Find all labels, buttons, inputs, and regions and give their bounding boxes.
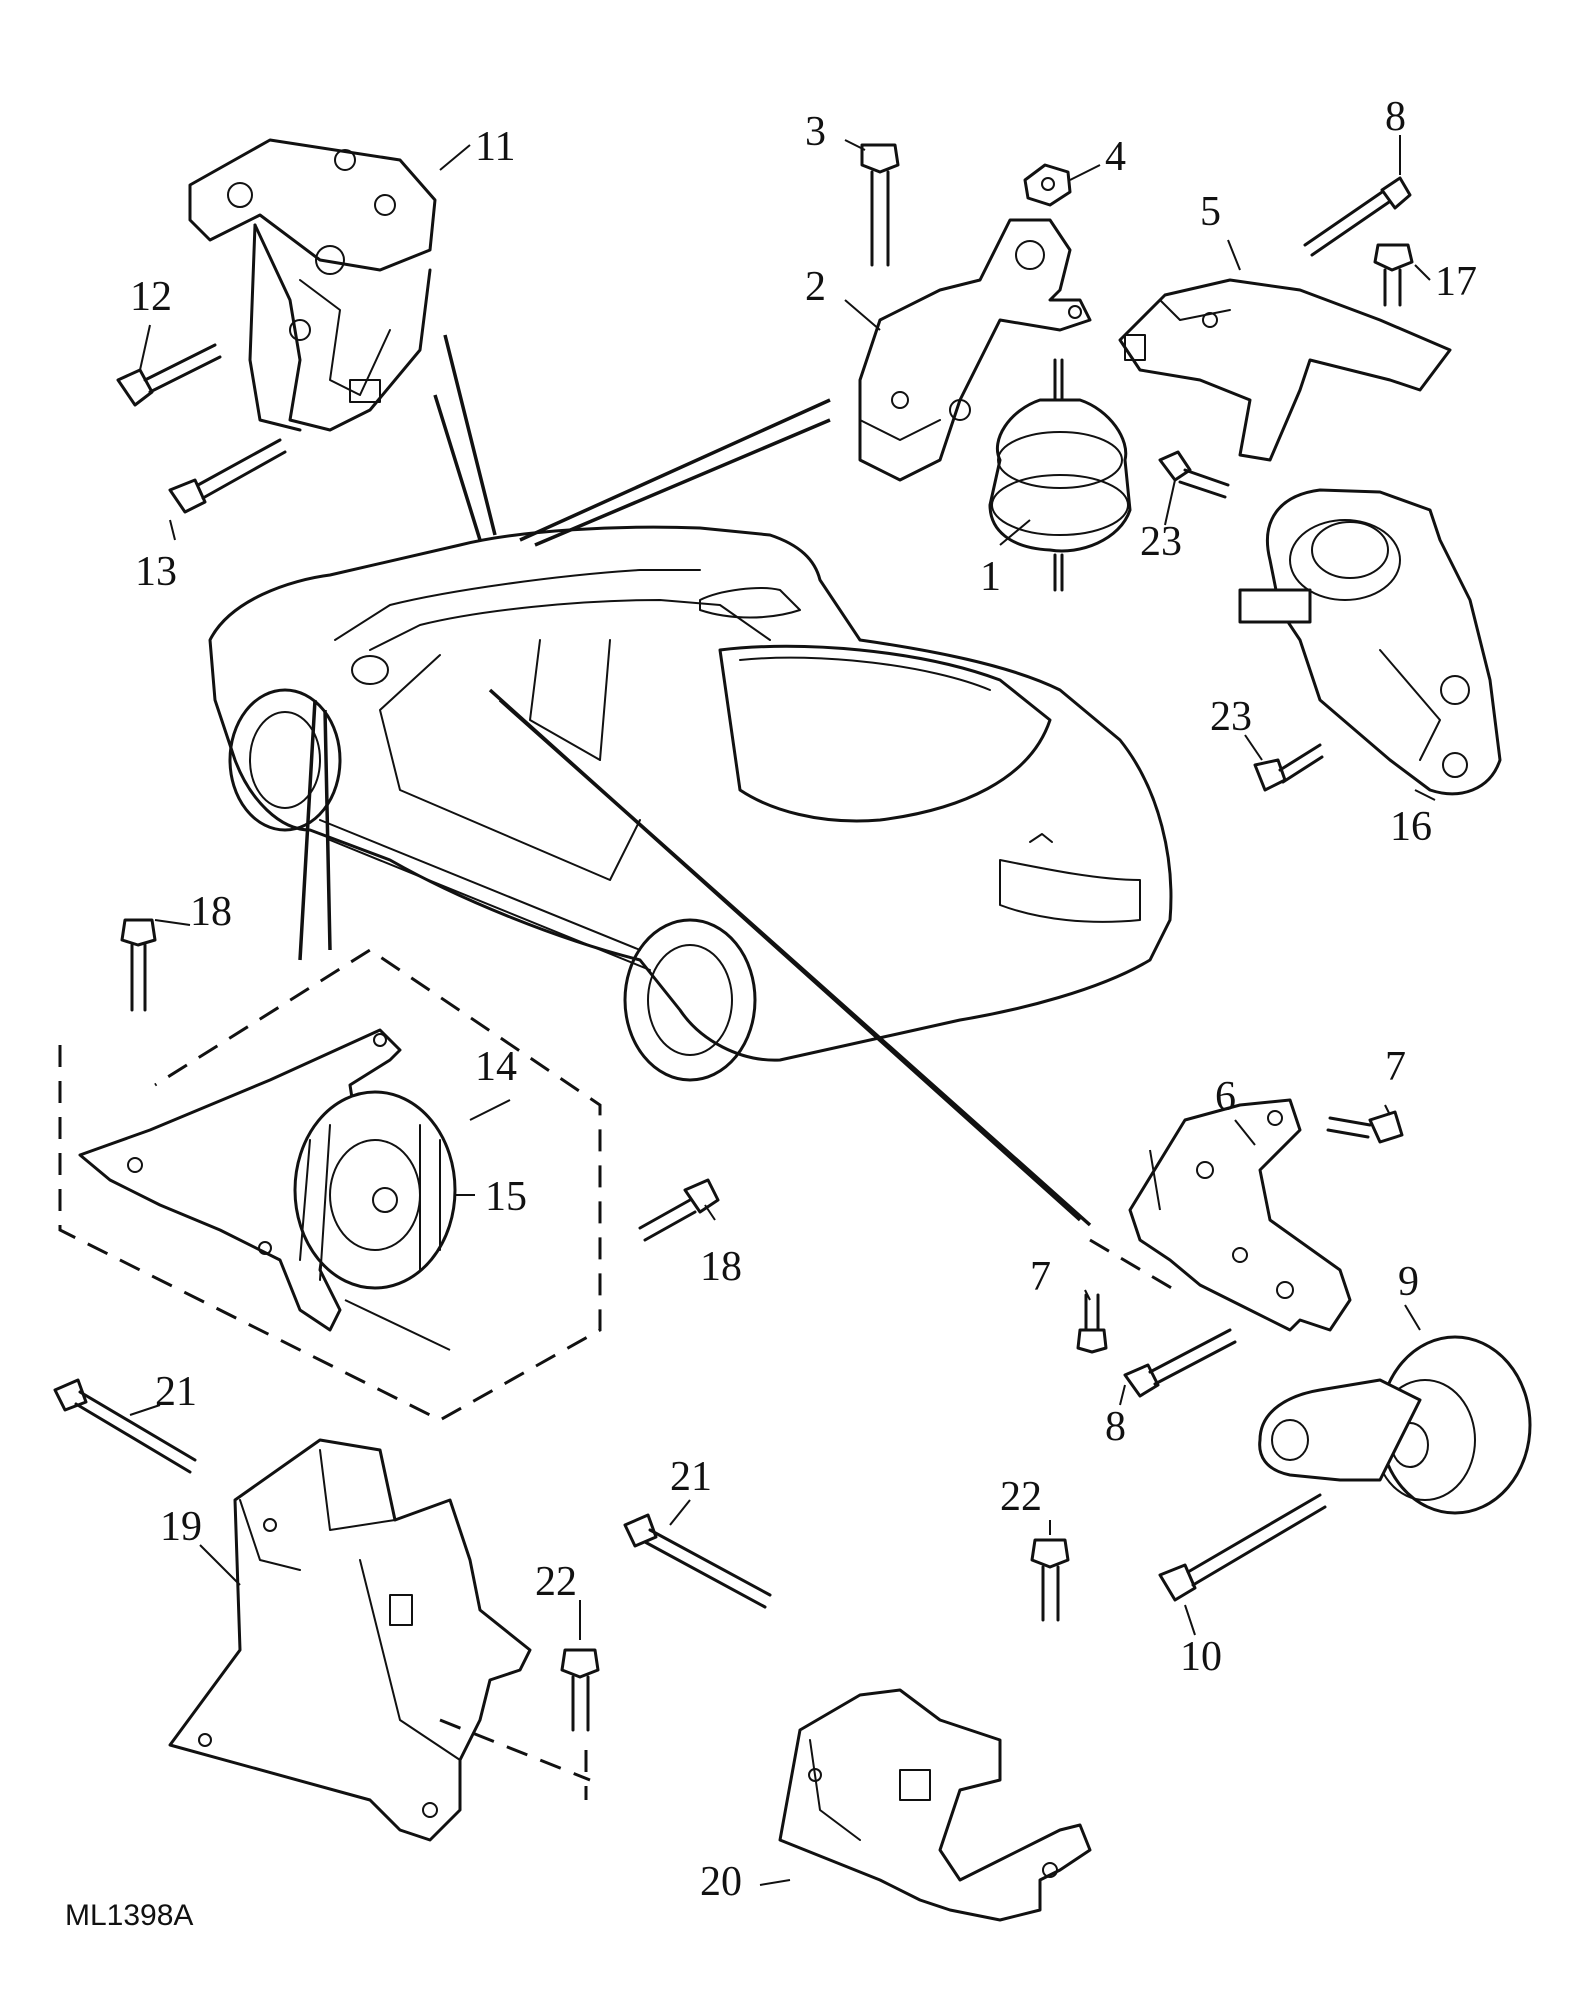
- callout-20: 20: [700, 1859, 742, 1905]
- location-pointer-lines: [298, 334, 1176, 1800]
- callout-18a: 18: [190, 889, 232, 935]
- callout-23a: 23: [1140, 519, 1182, 565]
- callout-22b: 22: [1000, 1474, 1042, 1520]
- part-1-hydromount: [988, 358, 1132, 592]
- callout-7b: 7: [1030, 1254, 1051, 1300]
- callout-17: 17: [1435, 259, 1477, 305]
- callout-22a: 22: [535, 1559, 577, 1605]
- callout-8a: 8: [1385, 94, 1406, 140]
- callout-10: 10: [1180, 1634, 1222, 1680]
- callout-19: 19: [160, 1504, 202, 1550]
- callout-5: 5: [1200, 189, 1221, 235]
- bolts-and-nuts: [53, 143, 1414, 1732]
- part-16-mounting: [1238, 488, 1502, 796]
- drawing-reference: ML1398A: [65, 1899, 193, 1932]
- callout-16: 16: [1390, 804, 1432, 850]
- part-5-bracket: [1118, 278, 1452, 462]
- callout-7a: 7: [1385, 1044, 1406, 1090]
- part-20-bracket: [778, 1688, 1092, 1922]
- callout-14: 14: [475, 1044, 517, 1090]
- part-2-bracket: [858, 218, 1092, 482]
- part-14-15-mount-assembly: [58, 948, 602, 1422]
- part-9-rear-mount: [1258, 1335, 1532, 1515]
- callout-18b: 18: [700, 1244, 742, 1290]
- callout-13: 13: [135, 549, 177, 595]
- callout-6: 6: [1215, 1074, 1236, 1120]
- callout-11: 11: [475, 124, 515, 170]
- vehicle-outline: [208, 525, 1173, 1082]
- part-11-mounting-bracket: [188, 138, 437, 432]
- callout-8b: 8: [1105, 1404, 1126, 1450]
- callout-21b: 21: [670, 1454, 712, 1500]
- callout-numbers: 1 2 3 4 5 6 7 7 8 8 9 10 11 12 13 14 15 …: [130, 94, 1477, 1905]
- part-6-bracket: [1128, 1098, 1352, 1332]
- callout-21a: 21: [155, 1369, 197, 1415]
- callout-3: 3: [805, 109, 826, 155]
- callout-15: 15: [485, 1174, 527, 1220]
- callout-leader-lines: [129, 135, 1436, 1886]
- callout-4: 4: [1105, 134, 1126, 180]
- part-19-bracket: [168, 1438, 532, 1842]
- callout-23b: 23: [1210, 694, 1252, 740]
- callout-1: 1: [980, 554, 1001, 600]
- callout-2: 2: [805, 264, 826, 310]
- callout-12: 12: [130, 274, 172, 320]
- callout-9: 9: [1398, 1259, 1419, 1305]
